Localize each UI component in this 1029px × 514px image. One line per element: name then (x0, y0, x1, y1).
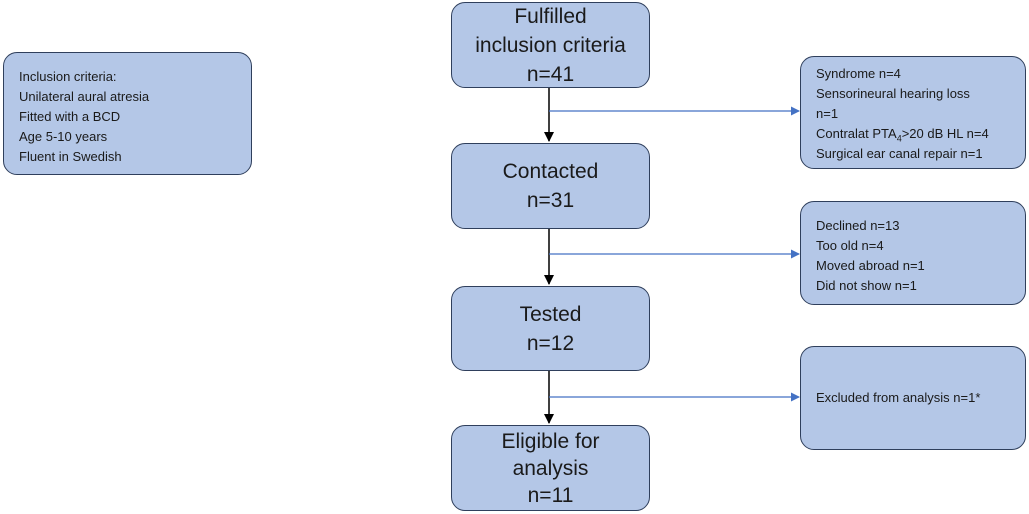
exclusion-line: Excluded from analysis n=1* (816, 390, 981, 405)
flow-box-fulfilled: Fulfilled inclusion criteria n=41 (451, 2, 650, 88)
exclusion-line: Did not show n=1 (816, 278, 917, 293)
flow-box-line: Fulfilled (514, 4, 587, 28)
exclusion-box-2: Declined n=13 Too old n=4 Moved abroad n… (800, 201, 1026, 305)
flow-box-contacted: Contacted n=31 (451, 143, 650, 229)
flow-box-line: n=41 (526, 62, 575, 86)
inclusion-criteria-box: Inclusion criteria: Unilateral aural atr… (3, 52, 252, 175)
inclusion-line: Fitted with a BCD (19, 109, 121, 124)
flow-box-line: Contacted (502, 160, 599, 183)
flow-box-line: Eligible for (501, 429, 600, 453)
exclusion-box-1: Syndrome n=4 Sensorineural hearing loss … (800, 56, 1026, 169)
flow-box-tested: Tested n=12 (451, 286, 650, 371)
flow-box-line: analysis (512, 456, 589, 480)
inclusion-line: Fluent in Swedish (19, 149, 122, 164)
inclusion-line: Age 5-10 years (19, 129, 108, 144)
exclusion-line: n=1 (816, 106, 839, 121)
exclusion-line: Surgical ear canal repair n=1 (816, 146, 983, 161)
flow-box-line: n=11 (527, 483, 574, 507)
exclusion-box-3: Excluded from analysis n=1* (800, 346, 1026, 450)
inclusion-line: Inclusion criteria: (19, 69, 117, 84)
flow-box-line: n=12 (526, 331, 575, 355)
exclusion-line: Syndrome n=4 (816, 66, 901, 81)
exclusion-line: Too old n=4 (816, 238, 884, 253)
exclusion-line: Moved abroad n=1 (816, 258, 925, 273)
flow-box-line: Tested (519, 302, 582, 326)
inclusion-line: Unilateral aural atresia (19, 89, 150, 104)
exclusion-line: Sensorineural hearing loss (816, 86, 970, 101)
exclusion-pta-line: Contralat PTA4>20 dB HL n=4 (816, 126, 989, 144)
exclusion-line: Declined n=13 (816, 218, 900, 233)
flow-box-line: inclusion criteria (475, 33, 626, 57)
flow-box-eligible: Eligible for analysis n=11 (451, 425, 650, 511)
flow-box-line: n=31 (526, 189, 575, 212)
